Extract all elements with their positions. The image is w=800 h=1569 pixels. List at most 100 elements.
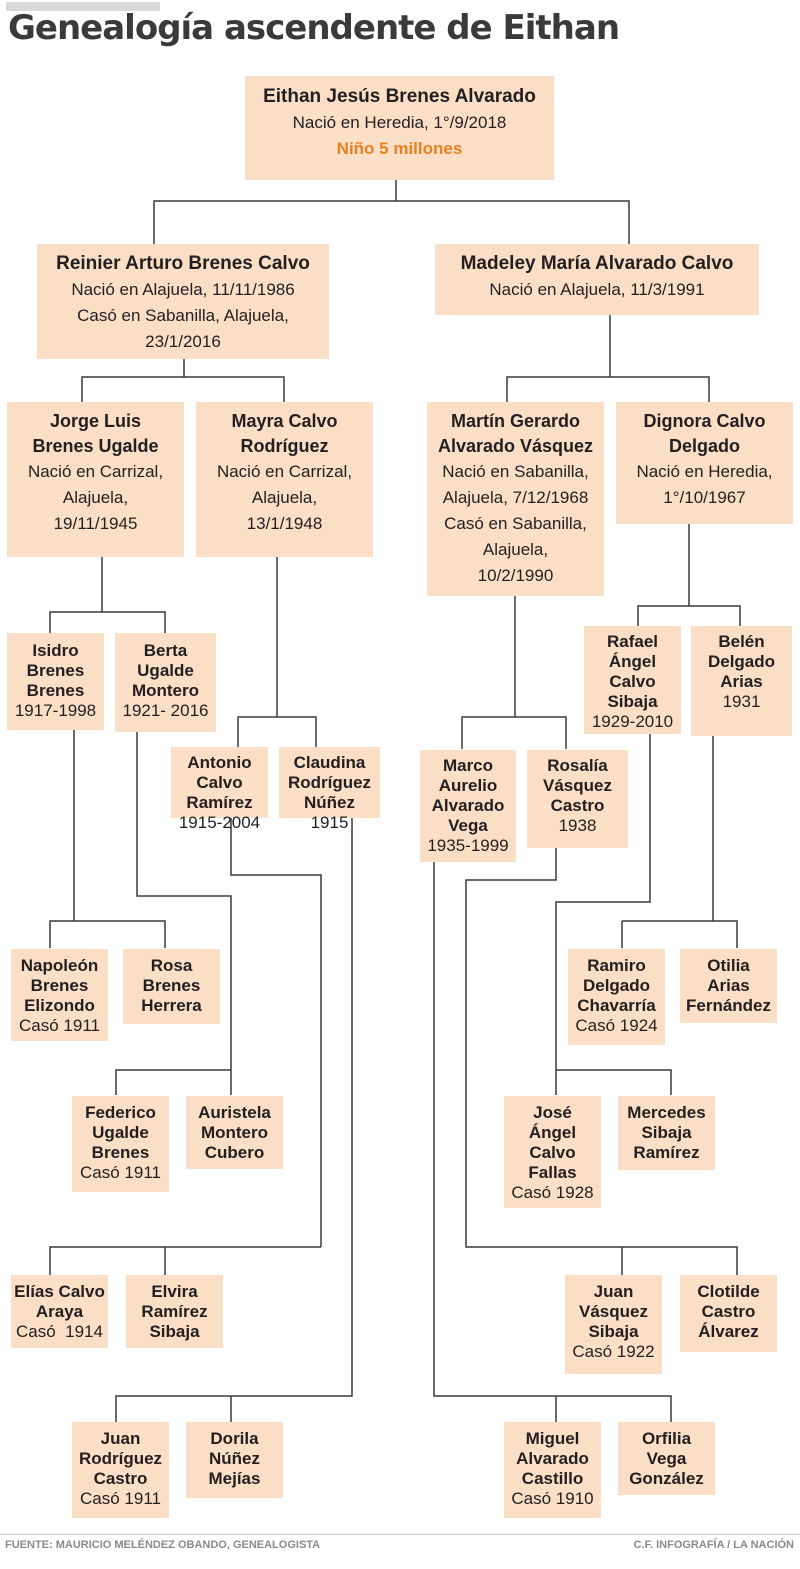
person-box-dorila[interactable]: Dorila Núñez Mejías	[186, 1422, 283, 1498]
connector-jorge-parents	[49, 557, 166, 633]
person-name: Delgado	[707, 652, 776, 671]
person-name: Federico	[85, 1103, 156, 1122]
person-info: 13/1/1948	[246, 514, 323, 533]
person-box-mayra[interactable]: Mayra Calvo Rodríguez Nació en Carrizal,…	[196, 402, 373, 557]
person-box-orfilia[interactable]: Orfilia Vega González	[618, 1422, 715, 1495]
person-box-isidro[interactable]: Isidro Brenes Brenes 1917-1998	[7, 633, 104, 730]
person-box-claudina[interactable]: Claudina Rodríguez Núñez 1915	[279, 747, 380, 832]
person-name: Antonio	[187, 753, 252, 772]
person-box-reinier[interactable]: Reinier Arturo Brenes Calvo Nació en Ala…	[37, 244, 329, 359]
person-name: Aurelio	[438, 776, 498, 795]
connector-claudina-parents	[115, 818, 353, 1422]
page-title: Genealogía ascendente de Eithan	[8, 8, 620, 48]
person-name: Madeley María Alvarado Calvo	[460, 253, 734, 274]
person-name: Vega	[646, 1449, 687, 1468]
person-name: Vásquez	[543, 776, 612, 795]
person-name: Vega	[448, 816, 488, 835]
person-name: Castro	[93, 1469, 148, 1488]
person-name: José	[533, 1103, 572, 1122]
person-info: Casó 1914	[16, 1322, 103, 1341]
person-name: Jorge Luis	[49, 411, 142, 431]
person-name: Isidro	[32, 641, 79, 660]
person-box-napoleon[interactable]: Napoleón Brenes Elizondo Casó 1911	[11, 949, 108, 1041]
person-info: 10/2/1990	[477, 566, 554, 585]
person-box-otilia[interactable]: Otilia Arias Fernández	[680, 949, 777, 1023]
person-name: Sibaja	[588, 1322, 639, 1341]
person-box-berta[interactable]: Berta Ugalde Montero 1921- 2016	[115, 633, 216, 732]
person-info: Casó 1911	[80, 1489, 161, 1508]
person-info: Nació en Alajuela, 11/3/1991	[489, 280, 705, 299]
person-info: 1935-1999	[427, 836, 509, 855]
person-name: Belén	[718, 632, 765, 651]
person-name: Cubero	[204, 1143, 265, 1162]
person-name: Alvarado Vásquez	[437, 436, 594, 456]
person-box-juan-rodriguez[interactable]: Juan Rodríguez Castro Casó 1911	[72, 1422, 169, 1518]
person-info: Alajuela,	[482, 540, 549, 559]
person-box-rafael[interactable]: Rafael Ángel Calvo Sibaja 1929-2010	[584, 626, 681, 734]
person-name: Brenes	[26, 661, 85, 680]
person-box-eithan[interactable]: Eithan Jesús Brenes Alvarado Nació en He…	[245, 76, 554, 180]
person-name: Otilia	[707, 956, 750, 975]
person-name: Calvo	[529, 1143, 576, 1162]
person-box-jose[interactable]: José Ángel Calvo Fallas Casó 1928	[504, 1096, 601, 1208]
person-name: Marco	[442, 756, 494, 775]
person-name: Fernández	[685, 996, 772, 1015]
person-box-jorge[interactable]: Jorge Luis Brenes Ugalde Nació en Carriz…	[7, 402, 184, 557]
person-name: Rosalía	[547, 756, 608, 775]
person-box-elias[interactable]: Elías Calvo Araya Casó 1914	[11, 1275, 108, 1348]
person-box-antonio[interactable]: Antonio Calvo Ramírez 1915-2004	[171, 747, 268, 832]
person-name: Orfilia	[641, 1429, 692, 1448]
person-name: Dorila	[210, 1429, 259, 1448]
person-info: Nació en Heredia, 1°/9/2018	[292, 113, 507, 132]
person-box-rosa[interactable]: Rosa Brenes Herrera	[123, 949, 220, 1024]
connector-mayra-parents	[237, 557, 317, 747]
connector-berta-parents	[115, 730, 232, 1095]
connector-dignora-parents	[637, 524, 741, 626]
graphic-credit: C.F. INFOGRAFÍA / LA NACIÓN	[633, 1539, 794, 1551]
connector-reinier-parents	[81, 359, 285, 402]
person-box-elvira[interactable]: Elvira Ramírez Sibaja	[126, 1275, 223, 1348]
person-name: Rosa	[150, 956, 193, 975]
person-box-belen[interactable]: Belén Delgado Arias 1931	[691, 626, 792, 736]
person-name: Mejías	[208, 1469, 261, 1488]
person-box-mercedes[interactable]: Mercedes Sibaja Ramírez	[618, 1096, 715, 1170]
person-box-auristela[interactable]: Auristela Montero Cubero	[186, 1096, 283, 1169]
person-info: Nació en Heredia,	[636, 462, 773, 481]
person-box-dignora[interactable]: Dignora Calvo Delgado Nació en Heredia, …	[616, 402, 793, 524]
person-name: Alvarado	[431, 796, 505, 815]
person-box-marco[interactable]: Marco Aurelio Alvarado Vega 1935-1999	[420, 750, 516, 862]
person-info: 1931	[722, 692, 761, 711]
connector-eithan-parents	[153, 180, 630, 245]
person-box-miguel[interactable]: Miguel Alvarado Castillo Casó 1910	[504, 1422, 601, 1518]
person-name: Reinier Arturo Brenes Calvo	[56, 253, 310, 274]
person-name: Brenes	[91, 1143, 150, 1162]
connector-rafael-parents	[555, 730, 672, 1095]
person-box-madeley[interactable]: Madeley María Alvarado Calvo Nació en Al…	[435, 244, 759, 315]
person-info: Casó 1922	[572, 1342, 655, 1361]
person-box-rosalia[interactable]: Rosalía Vásquez Castro 1938	[527, 750, 628, 848]
person-name: Sibaja	[149, 1322, 200, 1341]
person-box-ramiro[interactable]: Ramiro Delgado Chavarría Casó 1924	[568, 949, 665, 1045]
person-name: Rodríguez	[78, 1449, 163, 1468]
person-name: Mayra Calvo	[231, 411, 338, 431]
person-box-martin[interactable]: Martín Gerardo Alvarado Vásquez Nació en…	[427, 402, 604, 596]
person-name: Martín Gerardo	[450, 411, 581, 431]
person-name: Calvo	[609, 672, 656, 691]
person-info: Casó en Sabanilla, Alajuela,	[77, 306, 289, 325]
person-name: Vásquez	[579, 1302, 648, 1321]
person-info: Casó 1910	[511, 1489, 594, 1508]
person-box-federico[interactable]: Federico Ugalde Brenes Casó 1911	[72, 1096, 169, 1192]
connector-martin-parents	[461, 596, 567, 749]
person-box-juan-vasquez[interactable]: Juan Vásquez Sibaja Casó 1922	[565, 1275, 662, 1374]
person-name: Montero	[131, 681, 200, 700]
person-info: 19/11/1945	[53, 514, 138, 533]
person-info: 1915	[310, 813, 349, 832]
person-name: Arias	[720, 672, 763, 691]
person-name: Rafael	[606, 632, 659, 651]
person-name: Ramírez	[633, 1143, 700, 1162]
person-name: Elvira	[151, 1282, 198, 1301]
person-name: Castillo	[521, 1469, 584, 1488]
person-name: Eithan Jesús Brenes Alvarado	[263, 86, 536, 107]
person-name: Sibaja	[641, 1123, 692, 1142]
person-box-clotilde[interactable]: Clotilde Castro Álvarez	[680, 1275, 777, 1352]
